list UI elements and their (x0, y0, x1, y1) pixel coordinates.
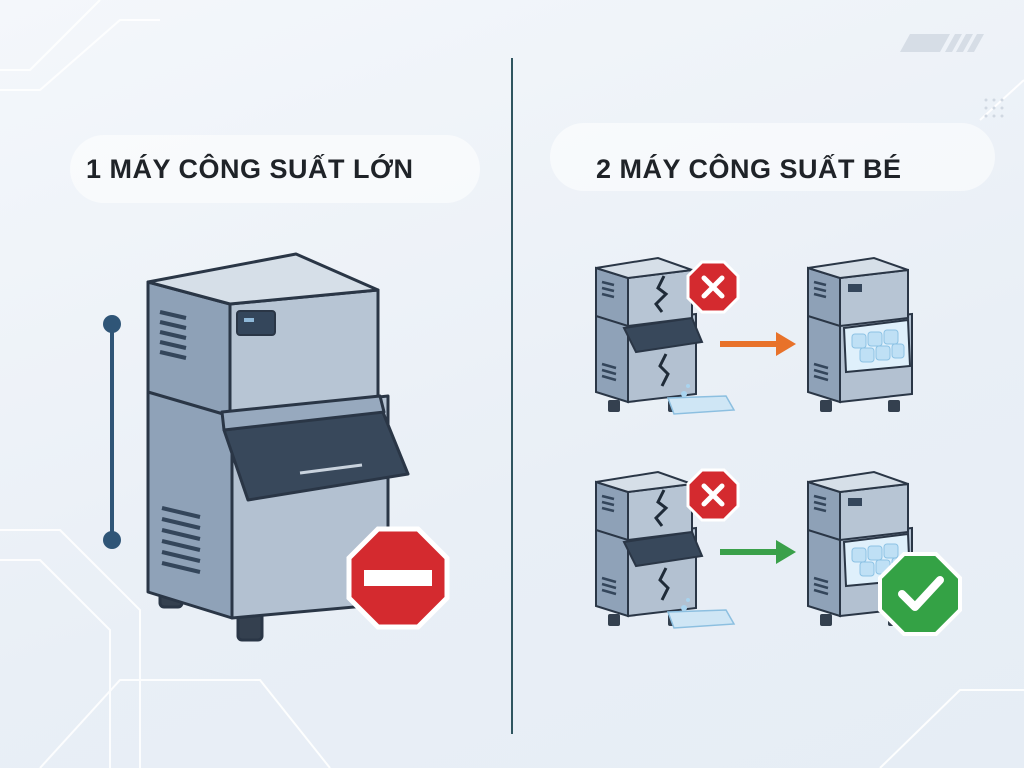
small-machines-illustration (594, 256, 962, 636)
right-title-backdrop (550, 123, 995, 191)
left-panel-title: 1 MÁY CÔNG SUẤT LỚN (86, 154, 414, 184)
no-entry-icon (346, 526, 450, 630)
row-1 (594, 256, 914, 416)
orange-arrow (720, 332, 796, 356)
green-arrow (720, 540, 796, 564)
upper-vent (159, 310, 187, 360)
green-check-icon (878, 552, 962, 636)
working-machine-1 (806, 256, 914, 414)
row-2 (594, 468, 962, 636)
red-x-icon (686, 260, 740, 314)
right-panel-title: 2 MÁY CÔNG SUẤT BÉ (596, 154, 902, 184)
red-x-icon (686, 468, 740, 522)
height-indicator (103, 315, 121, 549)
large-ice-machine-illustration (103, 252, 450, 642)
left-title-backdrop (70, 135, 480, 203)
panel-divider (511, 58, 513, 734)
large-ice-machine (146, 252, 410, 642)
lower-vent (161, 506, 201, 574)
